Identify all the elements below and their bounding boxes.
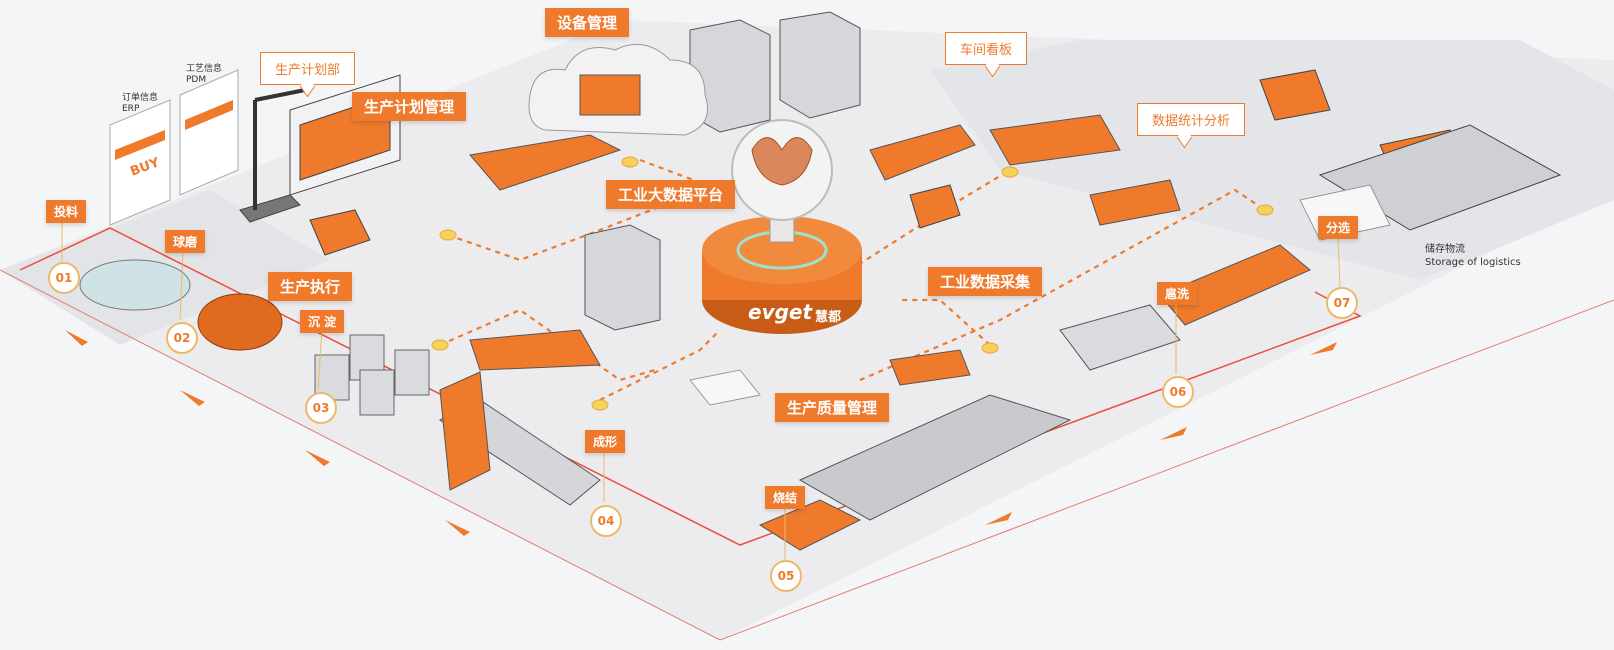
brand-logo-cn: 慧都 xyxy=(815,310,842,325)
tag-equipment-management: 设备管理 xyxy=(545,8,630,37)
step-label-sedimentation: 沉 淀 xyxy=(300,310,345,333)
outer-border xyxy=(0,269,1614,641)
step-number-07: 07 xyxy=(1326,287,1358,319)
storage-label: 储存物流 Storage of logistics xyxy=(1425,243,1521,269)
step-label-forming: 成形 xyxy=(585,430,626,453)
step-number-04: 04 xyxy=(590,505,622,537)
tag-data-collection: 工业数据采集 xyxy=(928,267,1043,296)
step-label-sorting: 分选 xyxy=(1318,216,1359,239)
step-number-01: 01 xyxy=(48,262,80,294)
erp-label-cn: 订单信息 xyxy=(122,93,159,103)
step-label-ball-milling: 球磨 xyxy=(165,230,206,253)
document-sheets xyxy=(109,69,239,226)
storage-label-en: Storage of logistics xyxy=(1425,257,1521,268)
step-number-02: 02 xyxy=(166,322,198,354)
pdm-label: 工艺信息 PDM xyxy=(186,64,222,86)
step-label-sintering: 烧结 xyxy=(765,486,806,509)
erp-label-en: ERP xyxy=(122,104,140,114)
step-leaders xyxy=(61,222,1341,560)
step-number-06: 06 xyxy=(1162,376,1194,408)
server-racks xyxy=(584,11,861,331)
flow-arrows xyxy=(65,330,1337,536)
callout-statistics-analysis: 数据统计分析 xyxy=(1137,103,1246,136)
central-hub xyxy=(702,119,862,334)
cloud-monitor xyxy=(579,74,641,116)
pdm-label-cn: 工艺信息 xyxy=(186,64,223,74)
tag-big-data-platform: 工业大数据平台 xyxy=(606,180,736,209)
tag-quality-management: 生产质量管理 xyxy=(775,393,890,422)
callout-planning-department: 生产计划部 xyxy=(260,52,356,85)
tag-production-execution: 生产执行 xyxy=(268,272,353,301)
back-right-floor xyxy=(930,40,1614,280)
step-number-03: 03 xyxy=(305,392,337,424)
callout-workshop-board: 车间看板 xyxy=(945,32,1028,65)
step-number-05: 05 xyxy=(770,560,802,592)
process-equipment xyxy=(79,244,1311,551)
brand-logo-text: evget xyxy=(748,300,813,324)
tag-production-plan-management: 生产计划管理 xyxy=(352,92,467,121)
erp-label: 订单信息 ERP xyxy=(122,93,158,115)
workstations xyxy=(469,114,1181,386)
light-nodes xyxy=(431,156,1274,411)
vehicles xyxy=(309,69,1562,256)
step-label-feeding: 投料 xyxy=(46,200,87,223)
pdm-label-en: PDM xyxy=(186,75,207,85)
step-label-washing: 扈洗 xyxy=(1157,282,1198,305)
storage-label-cn: 储存物流 xyxy=(1425,244,1465,255)
